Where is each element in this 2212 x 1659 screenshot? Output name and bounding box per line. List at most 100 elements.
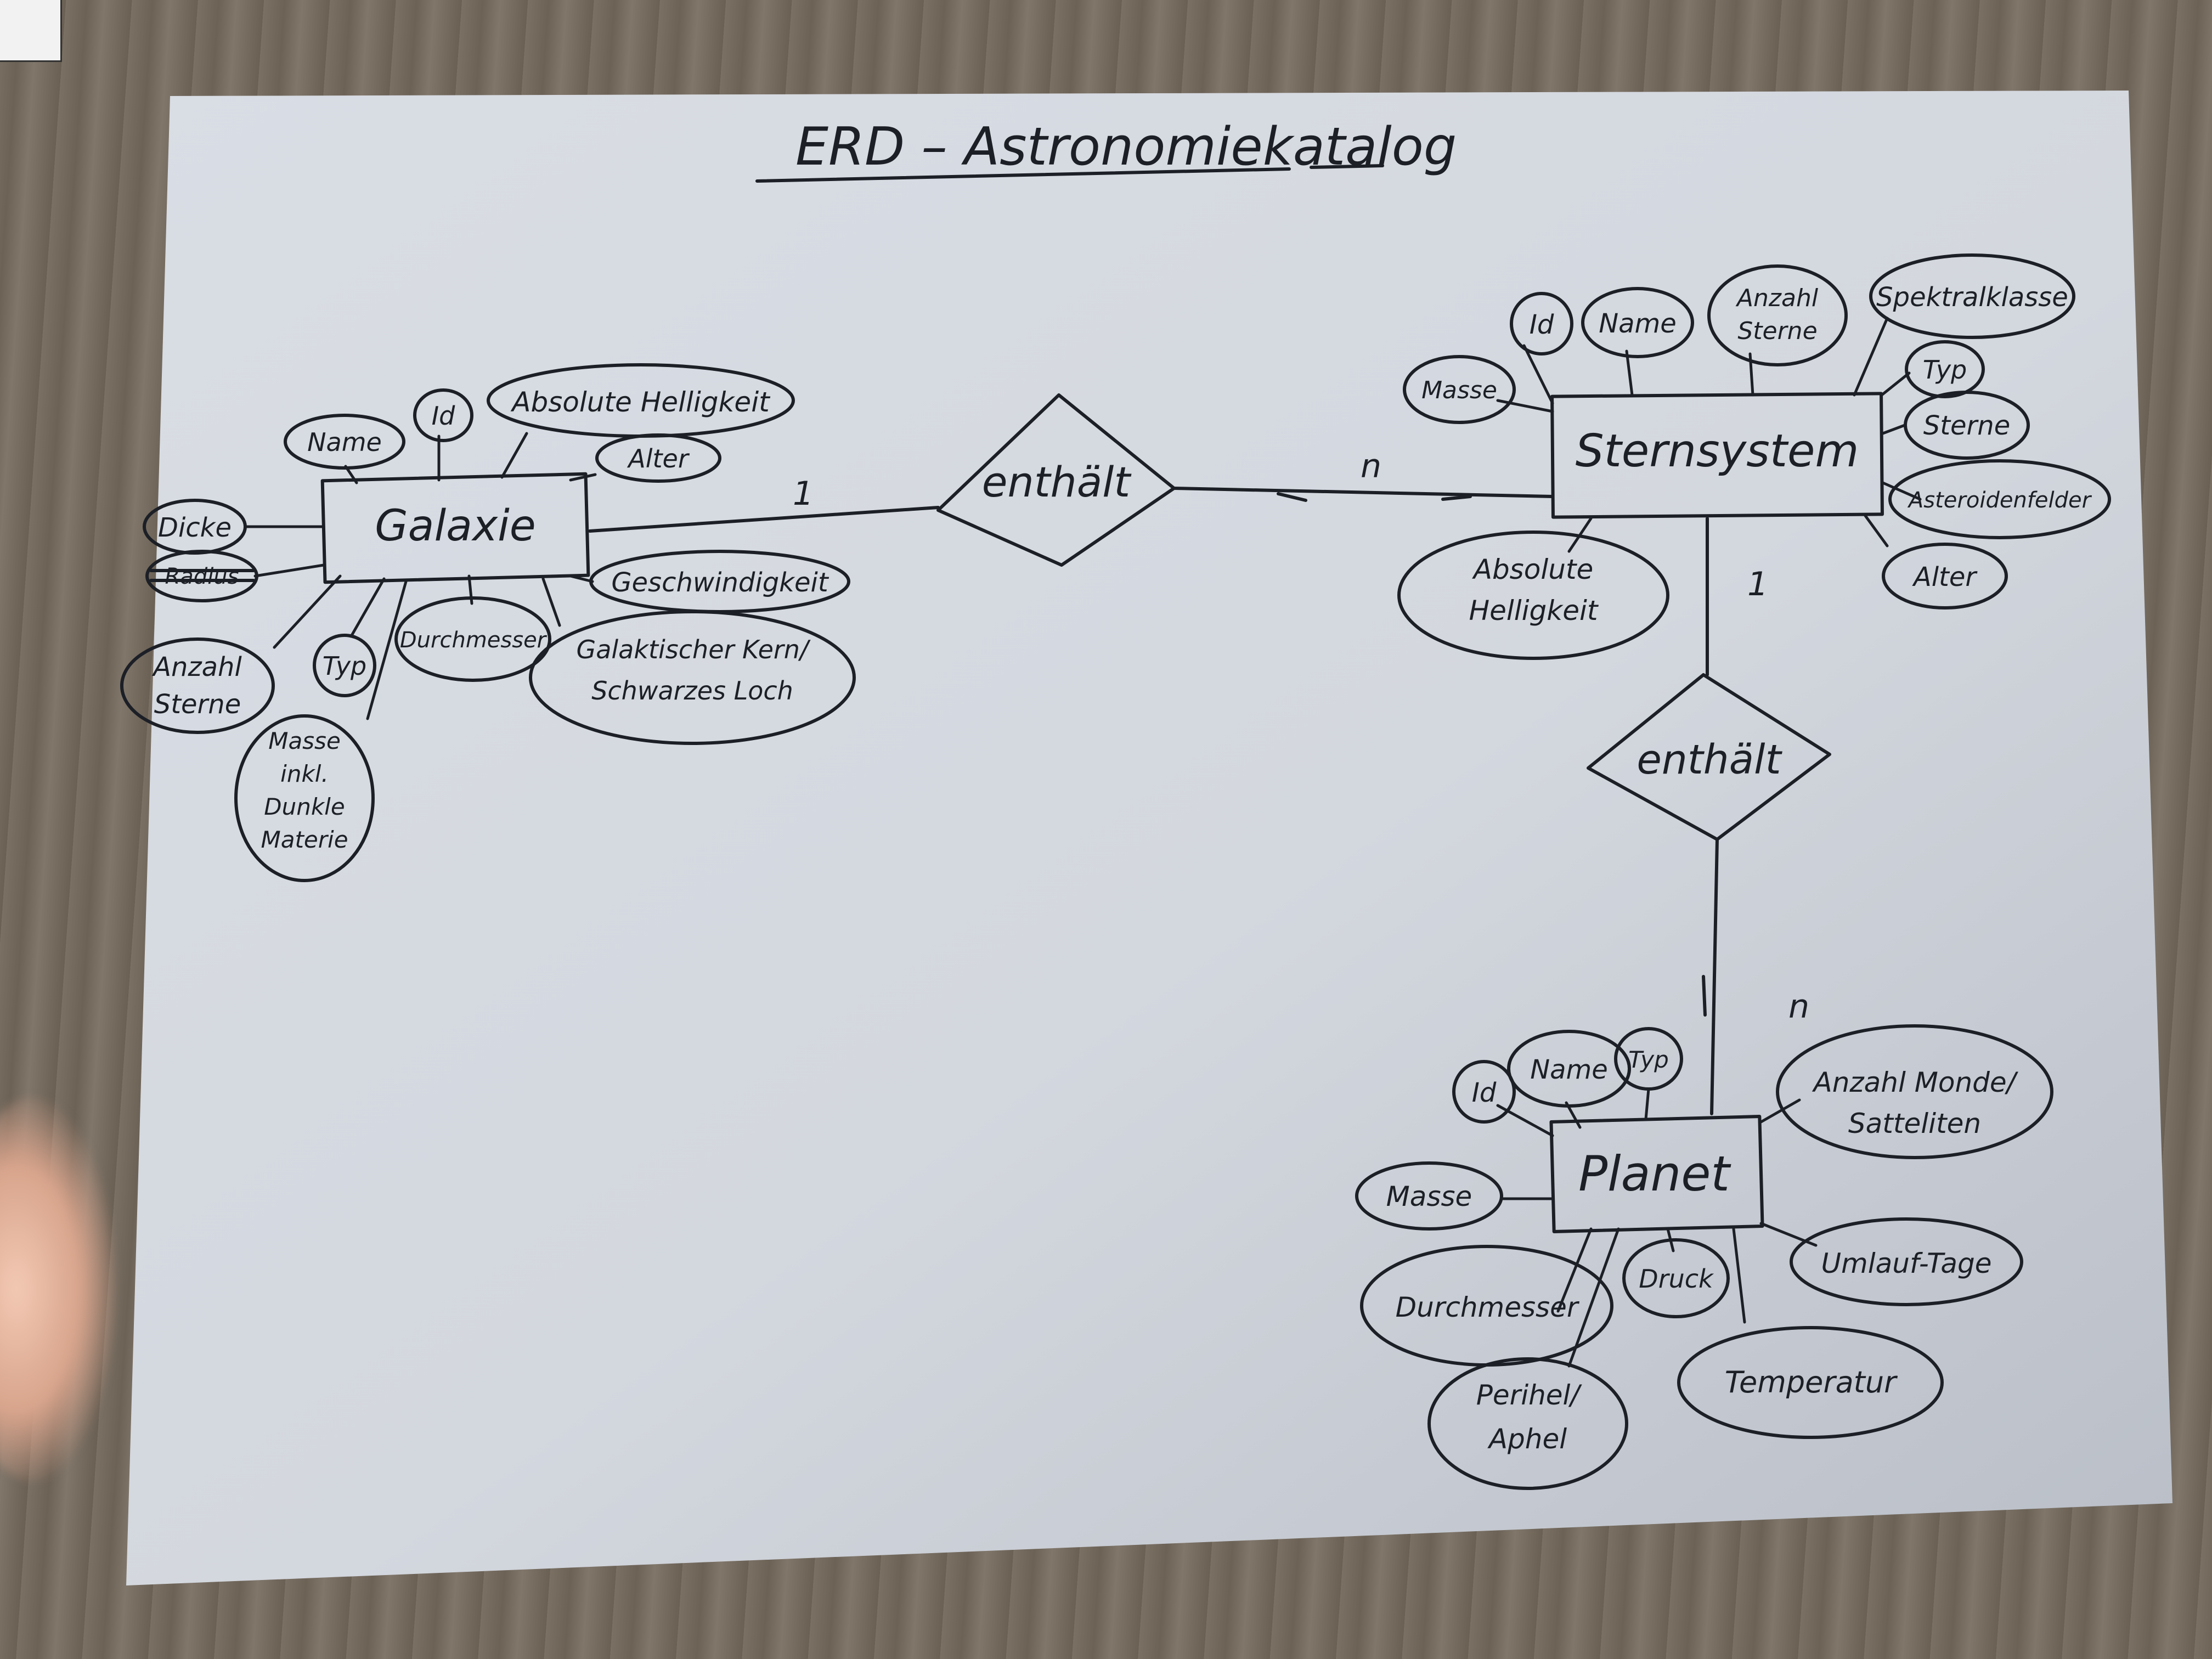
svg-text:Asteroidenfelder: Asteroidenfelder (1907, 488, 2092, 513)
svg-text:Typ: Typ (1628, 1046, 1669, 1073)
attribute-planet-name: Name (1507, 1030, 1631, 1108)
attribute-sternsystem-id: Id (1510, 292, 1573, 356)
attribute-sternsystem-masse: Masse (1403, 355, 1516, 424)
strikethrough-lines (149, 569, 255, 582)
svg-text:Geschwindigkeit: Geschwindigkeit (611, 567, 830, 598)
sternsystem-connectors (1496, 317, 1922, 553)
entity-planet: Planet (1549, 1115, 1764, 1233)
svg-text:Druck: Druck (1639, 1264, 1714, 1294)
svg-text:Anzahl: Anzahl (151, 652, 242, 682)
line-relationship-to-sternsystem (1172, 487, 1554, 498)
svg-text:Dunkle: Dunkle (264, 793, 345, 820)
svg-text:Masse: Masse (1386, 1181, 1472, 1212)
corner-paper-sheet (0, 0, 62, 62)
attribute-galaxie-name: Name (284, 414, 405, 470)
svg-text:Id: Id (432, 401, 456, 431)
line-relationship-to-planet (1710, 838, 1719, 1115)
svg-text:Radius: Radius (165, 564, 239, 589)
svg-text:Typ: Typ (323, 651, 367, 681)
cardinality-planet-n: n (1788, 988, 1809, 1026)
attribute-galaxie-typ: Typ (313, 634, 376, 697)
attribute-planet-druck: Druck (1622, 1238, 1730, 1318)
svg-text:Alter: Alter (1912, 562, 1978, 592)
svg-text:Id: Id (1530, 309, 1554, 340)
svg-text:Name: Name (307, 427, 382, 457)
svg-text:Sterne: Sterne (154, 689, 241, 720)
svg-text:Durchmesser: Durchmesser (400, 628, 548, 653)
attribute-planet-durchmesser: Durchmesser (1360, 1245, 1613, 1367)
attribute-sternsystem-sterne: Sterne (1904, 391, 2030, 460)
galaxie-connectors (245, 432, 597, 720)
cardinality-sternsystem-n: n (1361, 447, 1381, 486)
title-underline (755, 167, 1291, 183)
attribute-sternsystem-name: Name (1581, 287, 1694, 358)
attribute-galaxie-anzahl-sterne: Anzahl Sterne (120, 637, 275, 734)
entity-galaxie: Galaxie (320, 472, 590, 584)
attribute-planet-temperatur: Temperatur (1677, 1326, 1944, 1439)
entity-sternsystem: Sternsystem (1550, 392, 1884, 519)
entity-planet-box (1549, 1115, 1764, 1233)
attribute-galaxie-dicke: Dicke (143, 499, 247, 555)
svg-text:inkl.: inkl. (280, 760, 329, 787)
relationship-enthaelt-1: enthält (936, 393, 1176, 567)
svg-text:Name: Name (1599, 308, 1677, 339)
svg-text:Spektralklasse: Spektralklasse (1876, 282, 2068, 313)
relationship-enthaelt-2: enthält (1587, 673, 1831, 841)
svg-text:Typ: Typ (1923, 355, 1967, 385)
svg-text:Absolute Helligkeit: Absolute Helligkeit (510, 386, 771, 418)
attribute-galaxie-geschwindigkeit: Geschwindigkeit (589, 550, 850, 613)
svg-text:Schwarzes Loch: Schwarzes Loch (591, 676, 793, 706)
line-galaxie-to-relationship (588, 506, 940, 533)
svg-text:Anzahl Monde/: Anzahl Monde/ (1812, 1066, 2018, 1098)
svg-text:Anzahl: Anzahl (1735, 284, 1819, 312)
svg-text:Aphel: Aphel (1487, 1423, 1567, 1455)
attribute-sternsystem-asteroidenfelder: Asteroidenfelder (1888, 459, 2111, 539)
attribute-planet-typ: Typ (1614, 1027, 1683, 1091)
attribute-planet-perihel-aphel: Perihel/ Aphel (1427, 1357, 1628, 1490)
attribute-galaxie-alter: Alter (595, 433, 721, 483)
attribute-planet-anzahl-monde: Anzahl Monde/ Satteliten (1776, 1024, 2053, 1159)
attribute-galaxie-durchmesser: Durchmesser (394, 596, 551, 682)
entity-galaxie-label: Galaxie (375, 501, 536, 551)
line-double-stroke-marks (1277, 492, 1472, 502)
entity-planet-label: Planet (1578, 1146, 1731, 1202)
attribute-sternsystem-anzahl-sterne: Anzahl Sterne (1707, 264, 1848, 366)
svg-text:Galaktischer Kern/: Galaktischer Kern/ (577, 635, 811, 664)
diagram-title: ERD – Astronomiekatalog (795, 117, 1457, 177)
line-double-stroke-mark (1702, 975, 1707, 1017)
svg-text:Helligkeit: Helligkeit (1469, 595, 1599, 627)
attribute-galaxie-kern-schwarzes-loch: Galaktischer Kern/ Schwarzes Loch (529, 610, 856, 745)
attribute-planet-id: Id (1452, 1060, 1516, 1124)
svg-text:Sterne: Sterne (1923, 410, 2011, 441)
cardinality-sternsystem-1: 1 (1747, 565, 1768, 603)
svg-text:Umlauf-Tage: Umlauf-Tage (1821, 1248, 1991, 1279)
entity-galaxie-box (320, 472, 590, 584)
cardinality-galaxie-1: 1 (793, 475, 814, 513)
svg-text:Temperatur: Temperatur (1725, 1365, 1898, 1400)
svg-text:Dicke: Dicke (158, 512, 232, 543)
attribute-sternsystem-alter: Alter (1882, 543, 2008, 610)
attribute-galaxie-radius-struck: Radius (145, 550, 258, 602)
attribute-sternsystem-typ: Typ (1905, 340, 1985, 398)
entity-sternsystem-label: Sternsystem (1576, 425, 1859, 477)
attribute-galaxie-absolute-helligkeit: Absolute Helligkeit (487, 363, 795, 438)
svg-text:Satteliten: Satteliten (1848, 1108, 1981, 1139)
attribute-galaxie-id: Id (413, 388, 473, 442)
title-underline-tail (1310, 164, 1384, 169)
svg-text:Durchmesser: Durchmesser (1396, 1291, 1580, 1323)
svg-text:enthält: enthält (982, 458, 1132, 506)
attribute-sternsystem-spektralklasse: Spektralklasse (1869, 253, 2075, 339)
attribute-galaxie-masse-dunkle-materie: Masse inkl. Dunkle Materie (234, 714, 375, 882)
attribute-planet-masse: Masse (1355, 1161, 1503, 1231)
svg-text:Masse: Masse (1421, 376, 1497, 404)
svg-text:Name: Name (1530, 1054, 1608, 1085)
svg-text:Masse: Masse (268, 727, 341, 754)
svg-text:Id: Id (1472, 1077, 1497, 1108)
svg-text:Perihel/: Perihel/ (1476, 1379, 1583, 1411)
svg-text:Alter: Alter (627, 444, 690, 473)
svg-text:Sterne: Sterne (1737, 317, 1817, 345)
svg-text:Materie: Materie (261, 826, 348, 853)
entity-sternsystem-box (1550, 392, 1884, 519)
